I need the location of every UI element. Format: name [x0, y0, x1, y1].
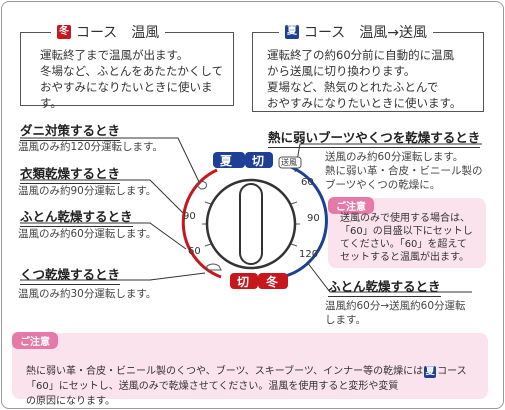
summer-course-title: コース [304, 25, 346, 41]
winter-course-box: 冬 コース 温風 運転終了まで温風が出ます。 冬場など、ふとんをあたたかくして … [20, 22, 234, 110]
right-item-1-text: 送風のみ約60分運転します。 熱に弱い革・合皮・ビニール製の ブーツやくつの乾燥… [325, 151, 483, 191]
right-caution-box: ご注意 送風のみで使用する場合は、 「60」の目盛以下にセットし てください。「… [328, 197, 486, 268]
right-item-2-label: ふとん乾燥するとき [328, 276, 441, 297]
bottom-caution-text-after: コース「60」にセットし、送風のみで乾燥させてください。温風を使用すると変形や変… [26, 366, 467, 407]
summer-course-description: 運転終了の約60分前に自動的に温風 から送風に切り換わります。 夏場など、熱気の… [267, 48, 462, 110]
dial-right-mark-120: 120 [299, 249, 319, 260]
winter-badge: 冬 [57, 25, 71, 39]
left-item-4-text: 温風のみ約30分運転します。 [18, 288, 157, 300]
left-item-2-label: 衣類乾燥するとき [20, 163, 121, 184]
left-item-4-label: くつ乾燥するとき [20, 264, 121, 285]
off-bottom-badge [230, 273, 258, 289]
winter-course-title: コース [76, 25, 118, 41]
bottom-caution-text-before: 熱に弱い革・合皮・ビニール製のくつや、ブーツ、スキーブーツ、インナー等の乾燥には [26, 366, 424, 377]
left-item-2-text: 温風のみ約90分運転します。 [18, 185, 157, 197]
winter-course-mode: 温風 [131, 25, 160, 41]
winter-dial-badge [258, 273, 288, 289]
winter-course-header: 冬 コース 温風 [51, 22, 166, 42]
right-caution-tag: ご注意 [328, 197, 374, 214]
left-item-3-text: 温風のみ約60分運転します。 [18, 228, 157, 240]
left-leader-lines [20, 137, 206, 281]
bottom-caution-text: 熱に弱い革・合皮・ビニール製のくつや、ブーツ、スキーブーツ、インナー等の乾燥には… [26, 349, 478, 409]
summer-course-box: 夏 コース 温風→送風 運転終了の約60分前に自動的に温風 から送風に切り換わり… [252, 22, 484, 112]
dial-left-mark-60: 60 [188, 246, 201, 257]
dial-right-mark-60: 60 [301, 177, 314, 188]
dial-right-mark-90: 90 [307, 213, 320, 224]
left-item-3-label: ふとん乾燥するとき [20, 206, 133, 227]
right-item-2-text: 温風約60分→送風約60分運転 します。 [325, 300, 466, 326]
summer-dial-badge [213, 152, 245, 168]
dial-grip [239, 183, 263, 265]
dial-left-mark-90: 90 [183, 211, 196, 222]
dial-fan-label: 送風 [281, 158, 297, 167]
bottom-caution-summer-badge: 夏 [424, 366, 437, 378]
summer-course-mode: 温風→送風 [359, 25, 428, 41]
summer-course-header: 夏 コース 温風→送風 [279, 22, 434, 42]
dial-off-top-label: 切 [252, 154, 265, 168]
summer-arc [281, 164, 328, 279]
winter-arc [181, 168, 222, 279]
winter-course-description: 運転終了まで温風が出ます。 冬場など、ふとんをあたたかくして おやすみになりたい… [40, 48, 224, 110]
bottom-caution-tag: ご注意 [12, 332, 58, 349]
fan-label-frame [278, 156, 302, 169]
off-top-badge [245, 152, 273, 168]
right-caution-text: 送風のみで使用する場合は、 「60」の目盛以下にセットし てください。「60」を… [340, 213, 473, 263]
dial-summer-label: 夏 [220, 154, 233, 168]
shoe-icon [206, 263, 222, 271]
left-item-1-text: 温風のみ約120分運転します。 [18, 141, 163, 153]
left-item-1-label: ダニ対策するとき [20, 120, 121, 141]
right-item-1-label: 熱に弱いブーツやくつを乾燥するとき [268, 127, 481, 148]
dial-winter-label: 冬 [266, 275, 279, 289]
summer-badge: 夏 [285, 25, 299, 39]
dial-off-bottom-label: 切 [237, 275, 250, 289]
bottom-caution-box: ご注意 熱に弱い革・合皮・ビニール製のくつや、ブーツ、スキーブーツ、インナー等の… [12, 332, 488, 407]
mite-icon [195, 180, 207, 190]
